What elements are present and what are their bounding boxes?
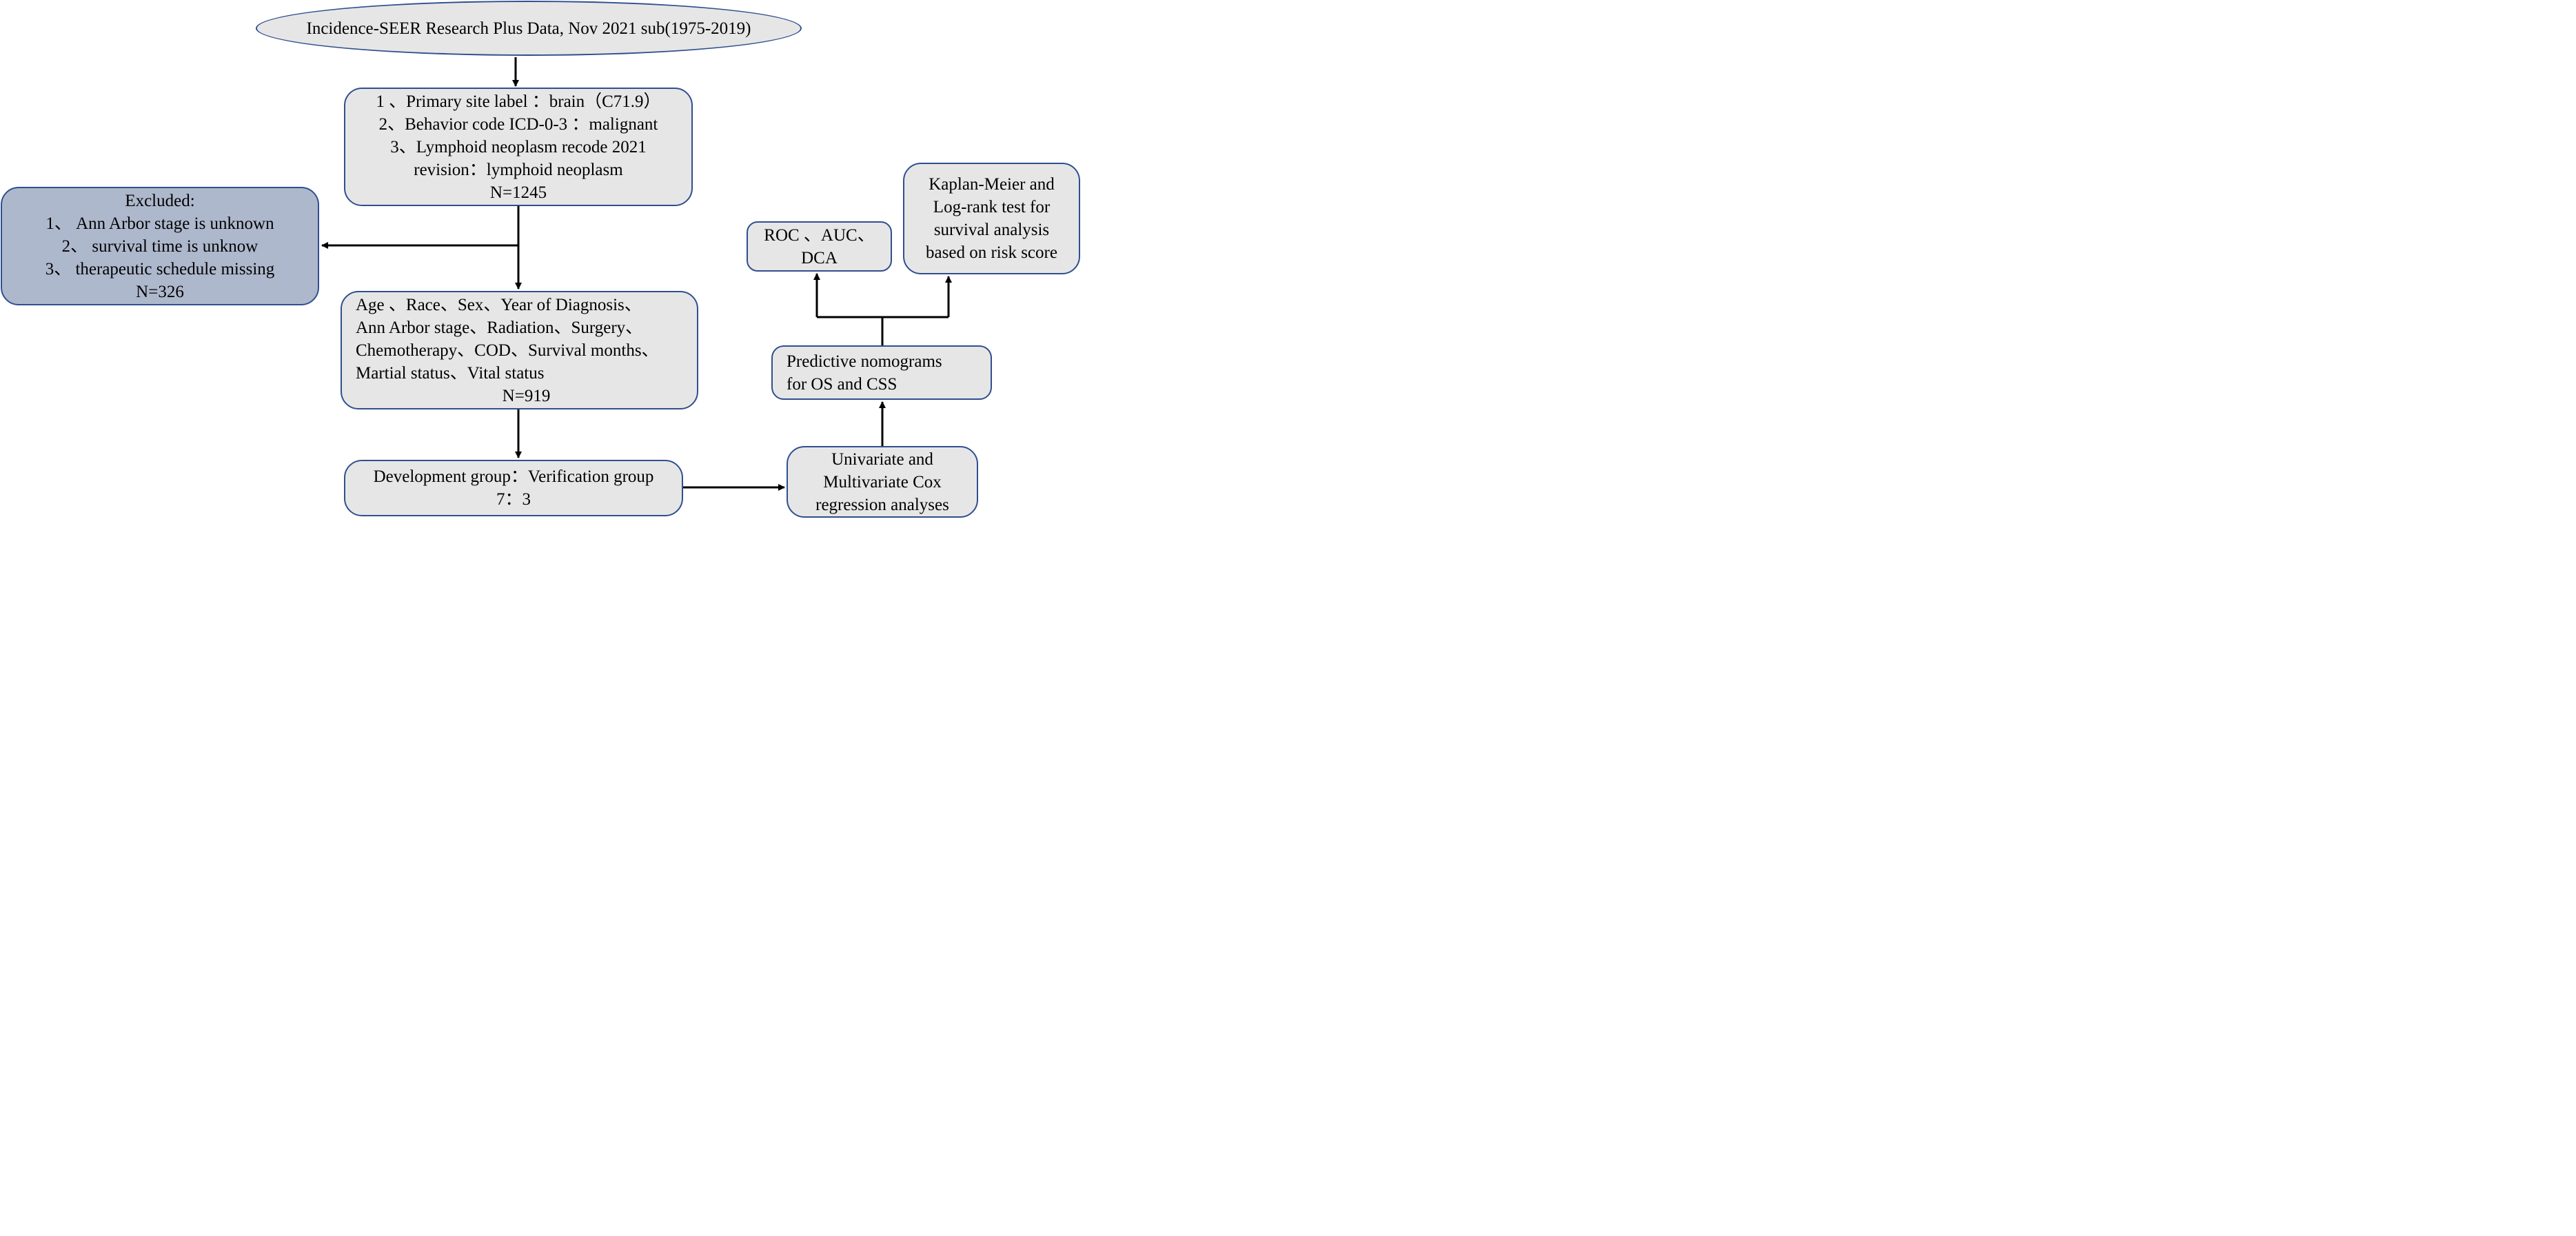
split-groups-label: Development group：Verification group [373,467,654,486]
cox-regression-box: Univariate and Multivariate Cox regressi… [787,446,978,518]
variables-count: N=919 [502,386,551,405]
variables-line-1: Age 、Race、Sex、Year of Diagnosis、 [356,295,642,314]
inclusion-criteria-box: 1 、Primary site label ：brain（C71.9） 2、Be… [344,88,693,206]
connector-nomogram-branch [817,316,949,345]
excluded-line-3: 3、 therapeutic schedule missing [45,259,275,278]
nomogram-line-2: for OS and CSS [787,374,897,394]
group-split-box: Development group：Verification group 7：3 [344,460,683,516]
inclusion-line-2: 2、Behavior code ICD-0-3 ：malignant [378,114,658,134]
excluded-box: Excluded: 1、 Ann Arbor stage is unknown … [1,187,319,305]
nomogram-box: Predictive nomograms for OS and CSS [771,345,992,400]
excluded-line-1: 1、 Ann Arbor stage is unknown [45,214,274,233]
variables-box: Age 、Race、Sex、Year of Diagnosis、 Ann Arb… [341,291,698,409]
source-label: Incidence-SEER Research Plus Data, Nov 2… [306,19,751,38]
km-line-1: Kaplan-Meier and [929,175,1055,194]
cox-line-2: Multivariate Cox [823,472,942,492]
variables-line-2: Ann Arbor stage、Radiation、Surgery、 [356,318,643,337]
km-line-3: survival analysis [933,221,1050,239]
roc-auc-dca-box: ROC 、AUC、 DCA [747,221,892,272]
inclusion-line-4: revision：lymphoid neoplasm [414,160,623,179]
inclusion-line-1: 1 、Primary site label ：brain（C71.9） [376,92,661,111]
connector-arrows [321,57,952,491]
km-line-4: based on risk score [926,243,1057,262]
nomogram-line-1: Predictive nomograms [787,352,942,371]
cox-line-1: Univariate and [831,449,933,469]
excluded-heading: Excluded: [125,191,195,210]
source-data-ellipse: Incidence-SEER Research Plus Data, Nov 2… [256,1,802,56]
variables-line-4: Martial status、Vital status [356,363,545,383]
excluded-count: N=326 [136,282,184,301]
split-ratio: 7：3 [496,490,531,509]
excluded-line-2: 2、 survival time is unknow [61,236,258,256]
inclusion-count: N=1245 [489,183,547,202]
roc-line-1: ROC 、AUC、 [764,225,875,245]
kaplan-meier-box: Kaplan-Meier and Log-rank test for survi… [903,163,1080,274]
km-line-2: Log-rank test for [933,198,1051,216]
inclusion-line-3: 3、Lymphoid neoplasm recode 2021 [390,137,647,156]
variables-line-3: Chemotherapy、COD、Survival months、 [356,341,659,360]
roc-line-2: DCA [801,248,838,267]
cox-line-3: regression analyses [815,495,949,514]
